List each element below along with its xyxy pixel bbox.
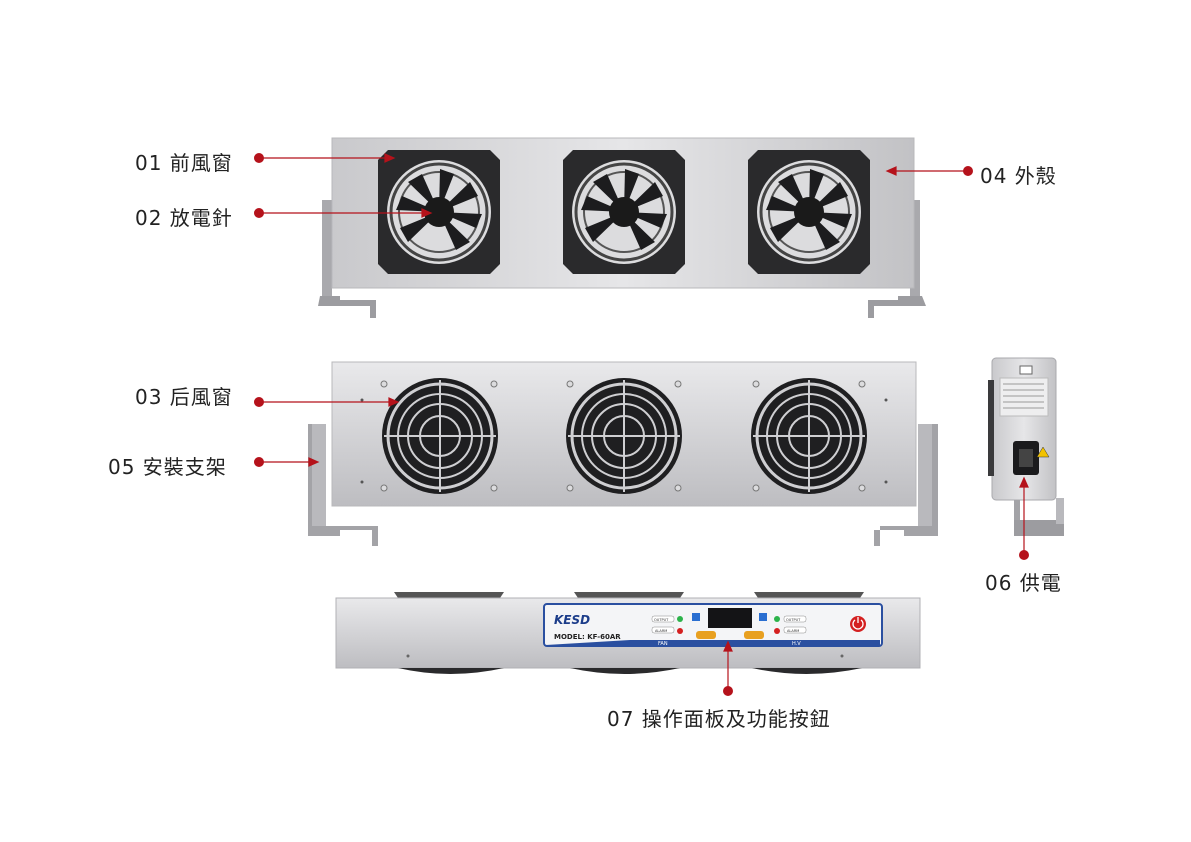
- output-label-right: OUTPUT: [786, 618, 801, 622]
- front-fan-3: [748, 150, 870, 274]
- output-label-left: OUTPUT: [654, 618, 669, 622]
- front-view-unit: [318, 137, 926, 318]
- rear-fan-1: [380, 378, 498, 494]
- side-view-unit: [988, 357, 1064, 536]
- rear-view-unit: [308, 361, 938, 546]
- callout-dot-bracket: [254, 457, 264, 467]
- label-bracket: 05 安裝支架: [108, 455, 227, 479]
- alarm-label-left: ALARM: [655, 629, 667, 633]
- label-rear-window: 03 后風窗: [135, 385, 233, 409]
- rear-fan-2: [566, 378, 682, 494]
- model-text: MODEL: KF-60AR: [554, 633, 621, 641]
- callout-dot-rear-window: [254, 397, 264, 407]
- callout-dot-front-window: [254, 153, 264, 163]
- callout-dot-panel: [723, 686, 733, 696]
- callout-dot-housing: [963, 166, 973, 176]
- callout-lines: [260, 153, 1029, 688]
- brand-logo: KESD: [554, 613, 590, 627]
- front-fan-1: [378, 150, 500, 274]
- fan-label: FAN: [658, 641, 668, 647]
- label-front-window: 01 前風窗: [135, 151, 233, 175]
- panel-view-unit: KESD MODEL: KF-60AR OUTPUT ALARM OUTPUT …: [335, 592, 921, 674]
- label-discharge-needle: 02 放電針: [135, 206, 233, 230]
- alarm-label-right: ALARM: [787, 629, 799, 633]
- callout-dot-discharge-needle: [254, 208, 264, 218]
- label-panel: 07 操作面板及功能按鈕: [607, 707, 831, 731]
- label-power: 06 供電: [985, 571, 1062, 595]
- callout-dot-power: [1019, 550, 1029, 560]
- rear-fan-3: [751, 378, 867, 494]
- front-fan-2: [563, 150, 685, 274]
- hv-label: H.V: [792, 641, 801, 647]
- label-housing: 04 外殼: [980, 164, 1057, 188]
